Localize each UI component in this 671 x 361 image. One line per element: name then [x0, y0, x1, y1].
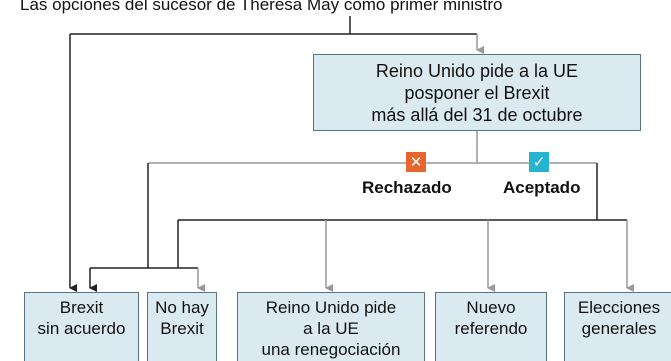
diagram-title: Las opciones del sucesor de Theresa May …	[20, 0, 503, 14]
connector-accepted	[178, 163, 627, 221]
option-no-brexit: No hay Brexit	[147, 292, 217, 361]
connector-top-box-split	[148, 131, 597, 164]
option-new-referendum: Nuevo referendo	[435, 292, 547, 361]
cross-icon: ✕	[406, 152, 426, 172]
connector-rejected-fork	[90, 267, 198, 288]
accepted-label: Aceptado	[503, 178, 581, 197]
check-icon: ✓	[529, 152, 549, 172]
option-renegotiation: Reino Unido pide a la UE una renegociaci…	[237, 292, 425, 361]
option-general-election: Elecciones generales	[564, 292, 671, 361]
option-no-deal-brexit: Brexit sin acuerdo	[24, 292, 139, 361]
connector-title-split	[70, 16, 477, 35]
rejected-label: Rechazado	[362, 178, 452, 197]
extension-request-box: Reino Unido pide a la UE posponer el Bre…	[313, 54, 641, 131]
